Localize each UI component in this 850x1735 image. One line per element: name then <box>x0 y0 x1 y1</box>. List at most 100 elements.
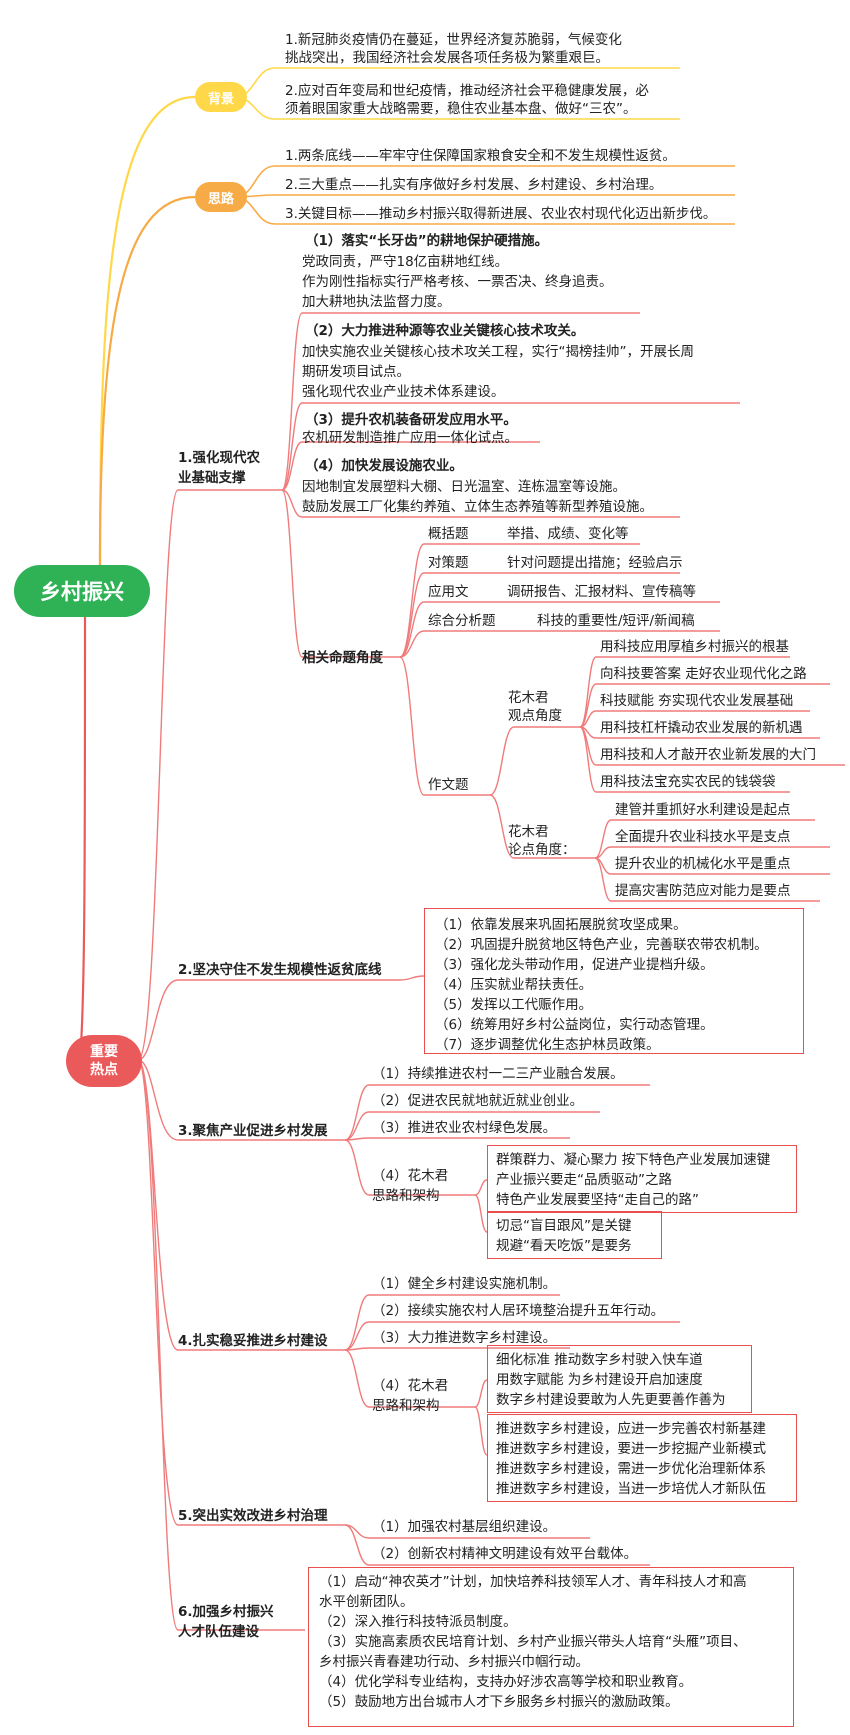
s1-title-2[interactable]: 业基础支撑 <box>178 470 246 486</box>
hotspot-label-2: 热点 <box>90 1062 118 1078</box>
s1-item4-line1: 因地制宜发展塑料大棚、日光温室、连栋温室等设施。 <box>302 479 626 495</box>
s3-box1-line: 群策群力、凝心聚力 按下特色产业发展加速键 <box>496 1152 771 1168</box>
background-item-2a: 2.应对百年变局和世纪疫情，推动经济社会平稳健康发展，必 <box>285 83 649 99</box>
s6-title-2[interactable]: 人才队伍建设 <box>178 1624 259 1640</box>
s2-item: （3）强化龙头带动作用，促进产业提档升级。 <box>435 957 714 973</box>
background-node[interactable]: 背景 <box>195 82 247 112</box>
s1-item2-line2: 期研发项目试点。 <box>302 364 410 380</box>
angle-row-4-val: 科技的重要性/短评/新闻稿 <box>537 613 695 629</box>
thinking-item-1: 1.两条底线——牢牢守住保障国家粮食安全和不发生规模性返贫。 <box>285 148 676 164</box>
s6-title-1[interactable]: 6.加强乡村振兴 <box>178 1604 274 1620</box>
s4-item-2: （2）接续实施农村人居环境整治提升五年行动。 <box>372 1303 665 1319</box>
view-3: 科技赋能 夯实现代农业发展基础 <box>600 693 794 709</box>
s4-box-2: 推进数字乡村建设，应进一步完善农村新基建 推进数字乡村建设，要进一步挖掘产业新模… <box>487 1414 797 1502</box>
s3-box2-line: 规避“看天吃饭”是要务 <box>496 1238 632 1254</box>
s1-item2-head: （2）大力推进种源等农业关键核心技术攻关。 <box>305 323 585 339</box>
s1-item3-head: （3）提升农机装备研发应用水平。 <box>305 412 517 428</box>
s1-item1-head: （1）落实“长牙齿”的耕地保护硬措施。 <box>305 233 549 249</box>
view-6: 用科技法宝充实农民的钱袋袋 <box>600 774 776 790</box>
s1-title-1[interactable]: 1.强化现代农 <box>178 450 261 466</box>
s4-item-3: （3）大力推进数字乡村建设。 <box>372 1330 557 1346</box>
view-4: 用科技杠杆撬动农业发展的新机遇 <box>600 720 803 736</box>
s3-box-2: 切忌“盲目跟风”是关键 规避“看天吃饭”是要务 <box>487 1211 662 1259</box>
s1-item2-line3: 强化现代农业产业技术体系建设。 <box>302 384 505 400</box>
s1-item4-line2: 鼓励发展工厂化集约养殖、立体生态养殖等新型养殖设施。 <box>302 499 653 515</box>
thinking-item-2: 2.三大重点——扎实有序做好乡村发展、乡村建设、乡村治理。 <box>285 177 663 193</box>
s5-title[interactable]: 5.突出实效改进乡村治理 <box>178 1508 328 1524</box>
s5-item-2: （2）创新农村精神文明建设有效平台载体。 <box>372 1546 638 1562</box>
s2-item: （5）发挥以工代赈作用。 <box>435 997 593 1013</box>
s6-line: 水平创新团队。 <box>319 1594 414 1610</box>
s4-item-1: （1）健全乡村建设实施机制。 <box>372 1276 557 1292</box>
s1-item2-line1: 加快实施农业关键核心技术攻关工程，实行“揭榜挂帅”，开展长周 <box>302 344 694 360</box>
s4-idea-2: 思路和架构 <box>372 1398 440 1414</box>
s2-box: （1）依靠发展来巩固拓展脱贫攻坚成果。 （2）巩固提升脱贫地区特色产业，完善联农… <box>424 908 804 1054</box>
s4-box1-line: 细化标准 推动数字乡村驶入快车道 <box>496 1352 703 1368</box>
hotspot-label-1: 重要 <box>90 1044 118 1060</box>
s1-item1-line2: 作为刚性指标实行严格考核、一票否决、终身追责。 <box>302 274 613 290</box>
s3-item-1: （1）持续推进农村一二三产业融合发展。 <box>372 1066 624 1082</box>
s1-item1-line3: 加大耕地执法监督力度。 <box>302 294 451 310</box>
s3-idea-1: （4）花木君 <box>372 1168 449 1184</box>
arg-3: 提升农业的机械化水平是重点 <box>615 856 791 872</box>
s4-box2-line: 推进数字乡村建设，要进一步挖掘产业新模式 <box>496 1441 766 1457</box>
angle-row-2-key: 对策题 <box>428 555 469 571</box>
s2-item: （7）逐步调整优化生态护林员政策。 <box>435 1037 660 1053</box>
view-label-2: 观点角度 <box>508 708 562 724</box>
s6-box: （1）启动“神农英才”计划，加快培养科技领军人才、青年科技人才和高 水平创新团队… <box>308 1567 794 1727</box>
s4-title[interactable]: 4.扎实稳妥推进乡村建设 <box>178 1333 328 1349</box>
arg-1: 建管并重抓好水利建设是起点 <box>615 802 791 818</box>
s6-line: （1）启动“神农英才”计划，加快培养科技领军人才、青年科技人才和高 <box>319 1574 747 1590</box>
s1-item1-line1: 党政同责，严守18亿亩耕地红线。 <box>302 254 509 270</box>
s3-title[interactable]: 3.聚焦产业促进乡村发展 <box>178 1123 328 1139</box>
view-2: 向科技要答案 走好农业现代化之路 <box>600 666 807 682</box>
angle-row-1-val: 举措、成绩、变化等 <box>507 526 629 542</box>
s6-line: （2）深入推行科技特派员制度。 <box>319 1614 517 1630</box>
s1-item4-head: （4）加快发展设施农业。 <box>305 458 463 474</box>
s2-item: （2）巩固提升脱贫地区特色产业，完善联农带农机制。 <box>435 937 768 953</box>
s2-item: （4）压实就业帮扶责任。 <box>435 977 593 993</box>
root-node[interactable]: 乡村振兴 <box>14 565 150 617</box>
s4-box2-line: 推进数字乡村建设，应进一步完善农村新基建 <box>496 1421 766 1437</box>
s6-line: （4）优化学科专业结构，支持办好涉农高等学校和职业教育。 <box>319 1674 693 1690</box>
view-label-1: 花木君 <box>508 690 549 706</box>
arg-label-2: 论点角度： <box>508 842 576 858</box>
thinking-label: 思路 <box>207 191 234 207</box>
background-item-2b: 须着眼国家重大战略需要，稳住农业基本盘、做好“三农”。 <box>285 101 637 117</box>
thinking-item-3: 3.关键目标——推动乡村振兴取得新进展、农业农村现代化迈出新步伐。 <box>285 206 717 222</box>
s2-title[interactable]: 2.坚决守住不发生规模性返贫底线 <box>178 962 382 978</box>
s6-line: （3）实施高素质农民培育计划、乡村产业振兴带头人培育“头雁”项目、 <box>319 1634 747 1650</box>
s4-box2-line: 推进数字乡村建设，需进一步优化治理新体系 <box>496 1461 766 1477</box>
s3-box1-line: 产业振兴要走“品质驱动”之路 <box>496 1172 672 1188</box>
s2-item: （6）统筹用好乡村公益岗位，实行动态管理。 <box>435 1017 714 1033</box>
background-item-1b: 挑战突出，我国经济社会发展各项任务极为繁重艰巨。 <box>285 50 609 66</box>
arg-2: 全面提升农业科技水平是支点 <box>615 829 791 845</box>
view-5: 用科技和人才敲开农业新发展的大门 <box>600 747 816 763</box>
s3-box-1: 群策群力、凝心聚力 按下特色产业发展加速键 产业振兴要走“品质驱动”之路 特色产… <box>487 1145 797 1213</box>
thinking-node[interactable]: 思路 <box>195 182 247 212</box>
angle-row-1-key: 概括题 <box>428 526 469 542</box>
s3-box1-line: 特色产业发展要坚持“走自己的路” <box>496 1192 699 1208</box>
s3-item-2: （2）促进农民就地就近就业创业。 <box>372 1093 584 1109</box>
arg-4: 提高灾害防范应对能力是要点 <box>615 883 791 899</box>
s3-box2-line: 切忌“盲目跟风”是关键 <box>496 1218 632 1234</box>
s5-item-1: （1）加强农村基层组织建设。 <box>372 1519 557 1535</box>
angle-row-3-val: 调研报告、汇报材料、宣传稿等 <box>507 584 696 600</box>
view-1: 用科技应用厚植乡村振兴的根基 <box>600 639 789 655</box>
s4-box-1: 细化标准 推动数字乡村驶入快车道 用数字赋能 为乡村建设开启加速度 数字乡村建设… <box>487 1345 752 1413</box>
s4-box1-line: 用数字赋能 为乡村建设开启加速度 <box>496 1372 703 1388</box>
s1-item3-line1: 农机研发制造推广应用一体化试点。 <box>302 430 518 446</box>
hotspot-node[interactable]: 重要 热点 <box>66 1035 142 1087</box>
s6-line: 乡村振兴青春建功行动、乡村振兴巾帼行动。 <box>319 1654 589 1670</box>
s6-line: （5）鼓励地方出台城市人才下乡服务乡村振兴的激励政策。 <box>319 1694 679 1710</box>
angle-row-3-key: 应用文 <box>428 584 469 600</box>
angle-row-2-val: 针对问题提出措施；经验启示 <box>507 555 683 571</box>
essay-label: 作文题 <box>428 777 469 793</box>
background-item-1a: 1.新冠肺炎疫情仍在蔓延，世界经济复苏脆弱，气候变化 <box>285 32 622 48</box>
root-label: 乡村振兴 <box>40 580 124 604</box>
s1-angle-label: 相关命题角度 <box>302 650 383 666</box>
s3-idea-2: 思路和架构 <box>372 1188 440 1204</box>
angle-row-4-key: 综合分析题 <box>428 613 496 629</box>
arg-label-1: 花木君 <box>508 824 549 840</box>
